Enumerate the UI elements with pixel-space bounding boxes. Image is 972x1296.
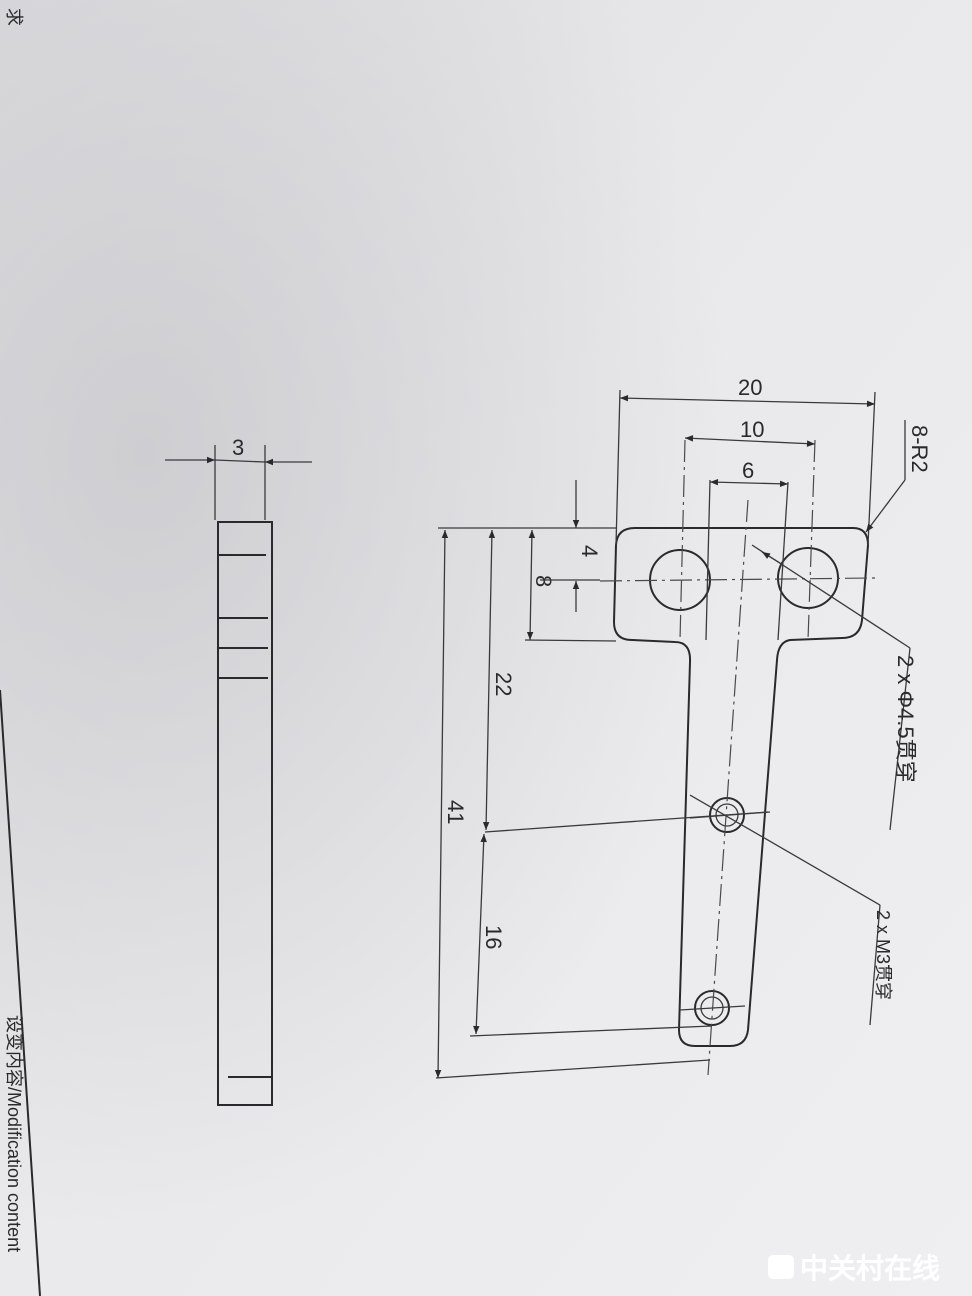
watermark-logo-icon (768, 1255, 794, 1279)
dim-plate-height: 8 (531, 575, 556, 587)
horizontal-dimensions: 20 10 6 (615, 375, 876, 641)
dim-thickness: 3 (232, 435, 244, 460)
watermark: 中关村在线 (768, 1252, 940, 1285)
dim-hole-offset: 4 (577, 545, 602, 557)
header-fragment: 求 (4, 8, 24, 26)
side-view: 3 (165, 435, 312, 1106)
frame-border (0, 689, 41, 1296)
dim-hole-spacing: 10 (740, 417, 764, 442)
large-hole-note: 2 x Φ4.5贯穿 (893, 655, 918, 783)
dim-to-first-m3: 22 (491, 672, 516, 696)
watermark-text: 中关村在线 (800, 1252, 940, 1285)
dim-overall-length: 41 (443, 800, 468, 824)
dim-overall-width: 20 (738, 375, 762, 400)
dim-m3-spacing: 16 (481, 925, 506, 949)
m3-hole-note: 2 x M3贯穿 (873, 910, 893, 1000)
dim-stem-width: 6 (742, 458, 754, 483)
footer-label: 设变内容/Modification content (4, 1015, 24, 1252)
corner-radius-note: 8-R2 (907, 425, 932, 473)
vertical-dimensions: 41 22 16 8 4 (434, 480, 769, 1079)
part-outline (599, 439, 876, 1076)
leaders: 8-R2 2 x Φ4.5贯穿 2 x M3贯穿 (689, 420, 932, 1026)
